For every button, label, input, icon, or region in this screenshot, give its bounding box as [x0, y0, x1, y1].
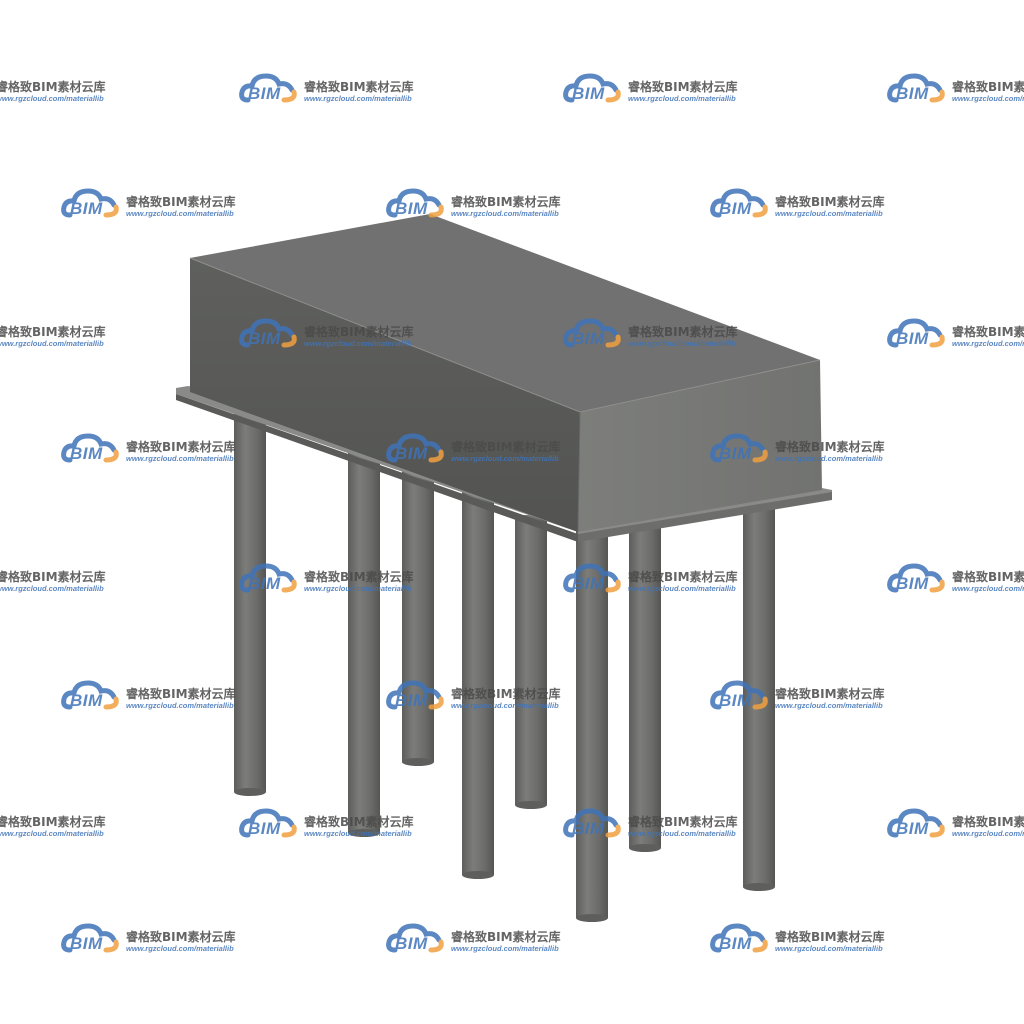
pile-cap-block [189, 214, 822, 533]
cap-side-face [578, 360, 822, 532]
pile [629, 520, 661, 852]
pile [348, 445, 380, 837]
pile [462, 485, 494, 879]
pile-group-front [234, 410, 775, 922]
pile [234, 410, 266, 796]
pile [515, 515, 547, 809]
cap-top-face [190, 214, 820, 412]
pile [743, 495, 775, 891]
pile [402, 470, 434, 766]
pile-group-back [402, 470, 661, 852]
pile [576, 530, 608, 922]
